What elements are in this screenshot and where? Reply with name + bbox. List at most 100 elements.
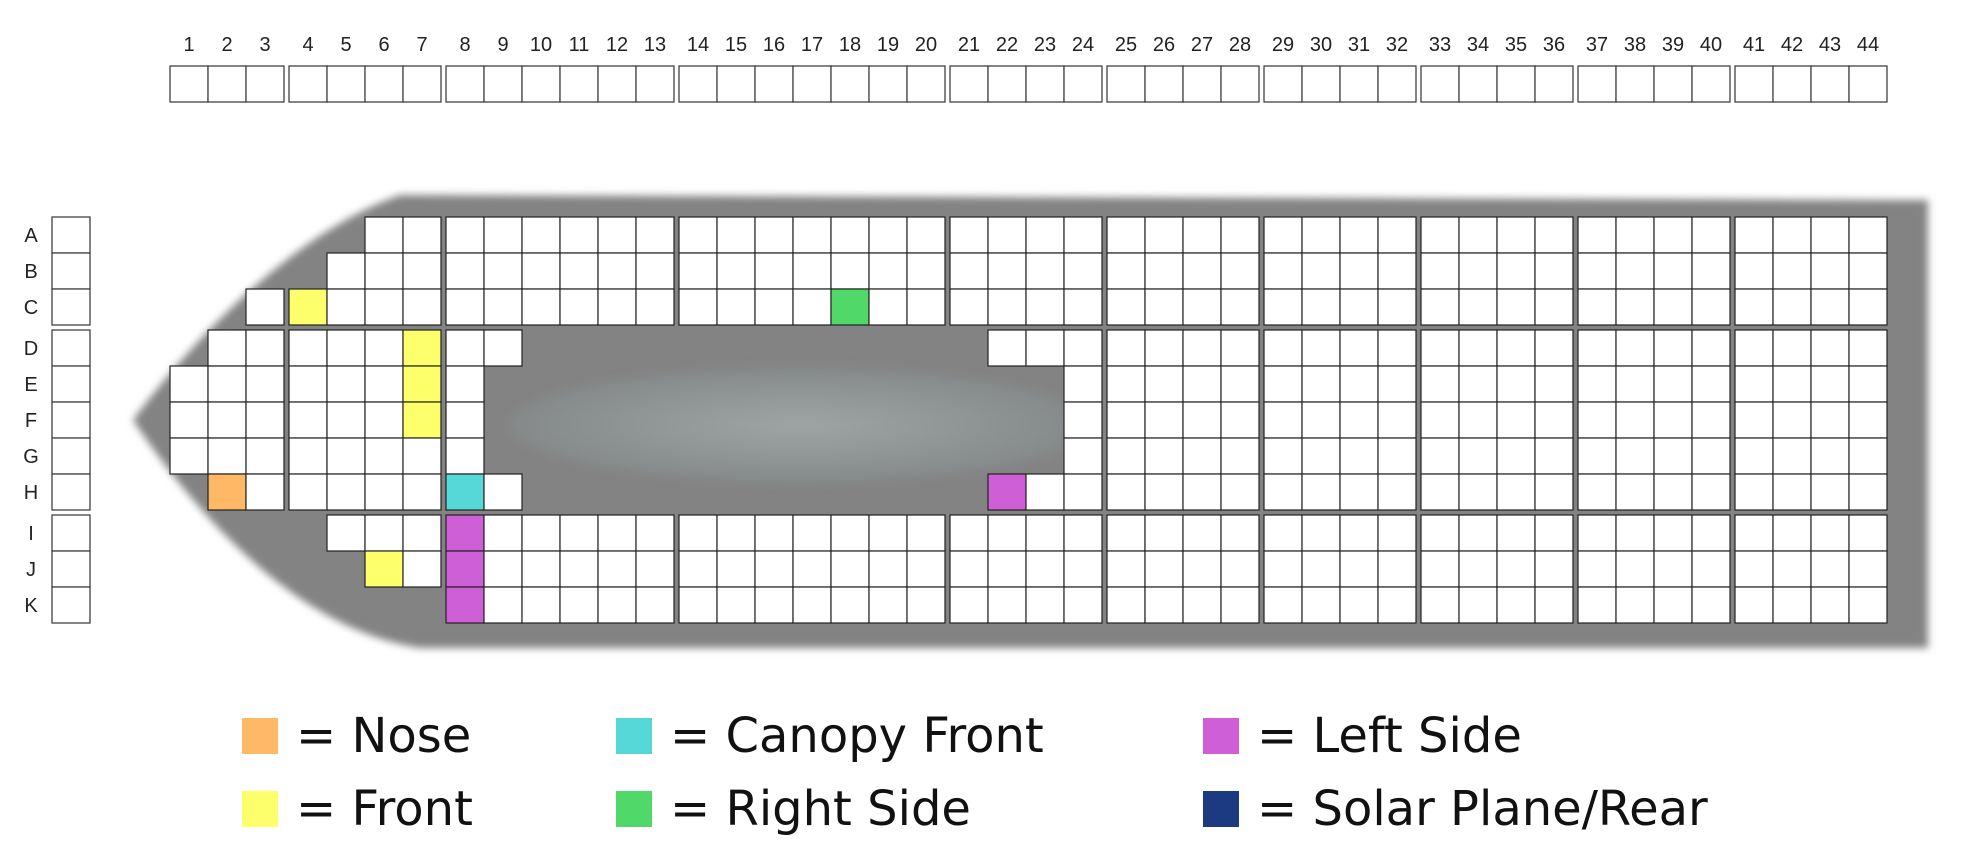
grid-cell-E2 <box>207 365 247 403</box>
grid-cell-H4 <box>288 473 328 511</box>
grid-cell-F4 <box>288 401 328 439</box>
grid-cell-A35 <box>1496 216 1536 254</box>
grid-cell-C3 <box>245 288 285 326</box>
grid-cell-H33 <box>1420 473 1460 511</box>
grid-cell-G41 <box>1734 437 1774 475</box>
grid-cell-I34 <box>1458 514 1498 552</box>
grid-cell-A9 <box>483 216 523 254</box>
column-header-box <box>906 65 946 103</box>
grid-cell-E38 <box>1615 365 1655 403</box>
column-label: 30 <box>1310 34 1332 56</box>
grid-cell-I14 <box>678 514 718 552</box>
grid-cell-A12 <box>597 216 637 254</box>
grid-cell-I41 <box>1734 514 1774 552</box>
column-label: 39 <box>1662 34 1684 56</box>
column-header-box <box>1458 65 1498 103</box>
grid-cell-B30 <box>1301 252 1341 290</box>
row-header-box <box>51 329 91 367</box>
grid-cell-K31 <box>1339 586 1379 624</box>
grid-cell-F25 <box>1106 401 1146 439</box>
grid-cell-B23 <box>1025 252 1065 290</box>
grid-cell-A20 <box>906 216 946 254</box>
grid-cell-F32 <box>1377 401 1417 439</box>
grid-cell-F29 <box>1263 401 1303 439</box>
grid-cell-J35 <box>1496 550 1536 588</box>
grid-cell-K40 <box>1691 586 1731 624</box>
grid-cell-F41 <box>1734 401 1774 439</box>
row-header-box <box>51 288 91 326</box>
grid-cell-B43 <box>1810 252 1850 290</box>
grid-cell-C28 <box>1220 288 1260 326</box>
plane-canopy <box>510 367 1090 483</box>
grid-cell-I44 <box>1848 514 1888 552</box>
grid-cell-I30 <box>1301 514 1341 552</box>
grid-cell-J26 <box>1144 550 1184 588</box>
grid-cell-E41 <box>1734 365 1774 403</box>
grid-cell-B39 <box>1653 252 1693 290</box>
grid-cell-G35 <box>1496 437 1536 475</box>
grid-cell-E35 <box>1496 365 1536 403</box>
grid-cell-E7 <box>402 365 442 403</box>
row-header-box <box>51 365 91 403</box>
row-label: G <box>23 446 39 468</box>
grid-cell-J20 <box>906 550 946 588</box>
grid-cell-F2 <box>207 401 247 439</box>
grid-cell-I20 <box>906 514 946 552</box>
grid-cell-E33 <box>1420 365 1460 403</box>
grid-cell-C19 <box>868 288 908 326</box>
grid-cell-A32 <box>1377 216 1417 254</box>
column-header-box <box>288 65 328 103</box>
grid-cell-K13 <box>635 586 675 624</box>
grid-cell-G25 <box>1106 437 1146 475</box>
row-label: K <box>24 595 38 617</box>
grid-cell-B44 <box>1848 252 1888 290</box>
grid-cell-A40 <box>1691 216 1731 254</box>
grid-cell-E34 <box>1458 365 1498 403</box>
grid-cell-C12 <box>597 288 637 326</box>
row-label: F <box>25 410 37 432</box>
column-label: 37 <box>1586 34 1608 56</box>
column-label: 5 <box>340 34 351 56</box>
grid-cell-I19 <box>868 514 908 552</box>
grid-cell-I42 <box>1772 514 1812 552</box>
grid-cell-D38 <box>1615 329 1655 367</box>
row-header-box <box>51 586 91 624</box>
grid-cell-D40 <box>1691 329 1731 367</box>
legend-label-left-side: = Left Side <box>1257 708 1522 764</box>
grid-cell-C24 <box>1063 288 1103 326</box>
grid-cell-F8 <box>445 401 485 439</box>
column-label: 11 <box>569 34 590 56</box>
grid-cell-I28 <box>1220 514 1260 552</box>
grid-cell-J8 <box>445 550 485 588</box>
grid-cell-D4 <box>288 329 328 367</box>
grid-cell-G44 <box>1848 437 1888 475</box>
grid-cell-C42 <box>1772 288 1812 326</box>
column-header-box <box>1220 65 1260 103</box>
column-label: 31 <box>1348 34 1370 56</box>
grid-cell-C4 <box>288 288 328 326</box>
grid-cell-E31 <box>1339 365 1379 403</box>
grid-cell-H38 <box>1615 473 1655 511</box>
grid-cell-A27 <box>1182 216 1222 254</box>
grid-cell-K36 <box>1534 586 1574 624</box>
grid-cell-I5 <box>326 514 366 552</box>
grid-cell-J39 <box>1653 550 1693 588</box>
grid-cell-C26 <box>1144 288 1184 326</box>
grid-cell-A34 <box>1458 216 1498 254</box>
column-header-box <box>483 65 523 103</box>
grid-cell-K21 <box>949 586 989 624</box>
column-label: 20 <box>915 34 937 56</box>
row-label: B <box>24 261 37 283</box>
grid-cell-I11 <box>559 514 599 552</box>
grid-cell-I18 <box>830 514 870 552</box>
grid-cell-G28 <box>1220 437 1260 475</box>
column-label: 6 <box>378 34 389 56</box>
column-header-box <box>1144 65 1184 103</box>
grid-cell-H22 <box>987 473 1027 511</box>
grid-cell-G34 <box>1458 437 1498 475</box>
column-header-box <box>716 65 756 103</box>
column-label: 17 <box>801 34 823 56</box>
grid-cell-J30 <box>1301 550 1341 588</box>
grid-cell-A8 <box>445 216 485 254</box>
grid-cell-H43 <box>1810 473 1850 511</box>
